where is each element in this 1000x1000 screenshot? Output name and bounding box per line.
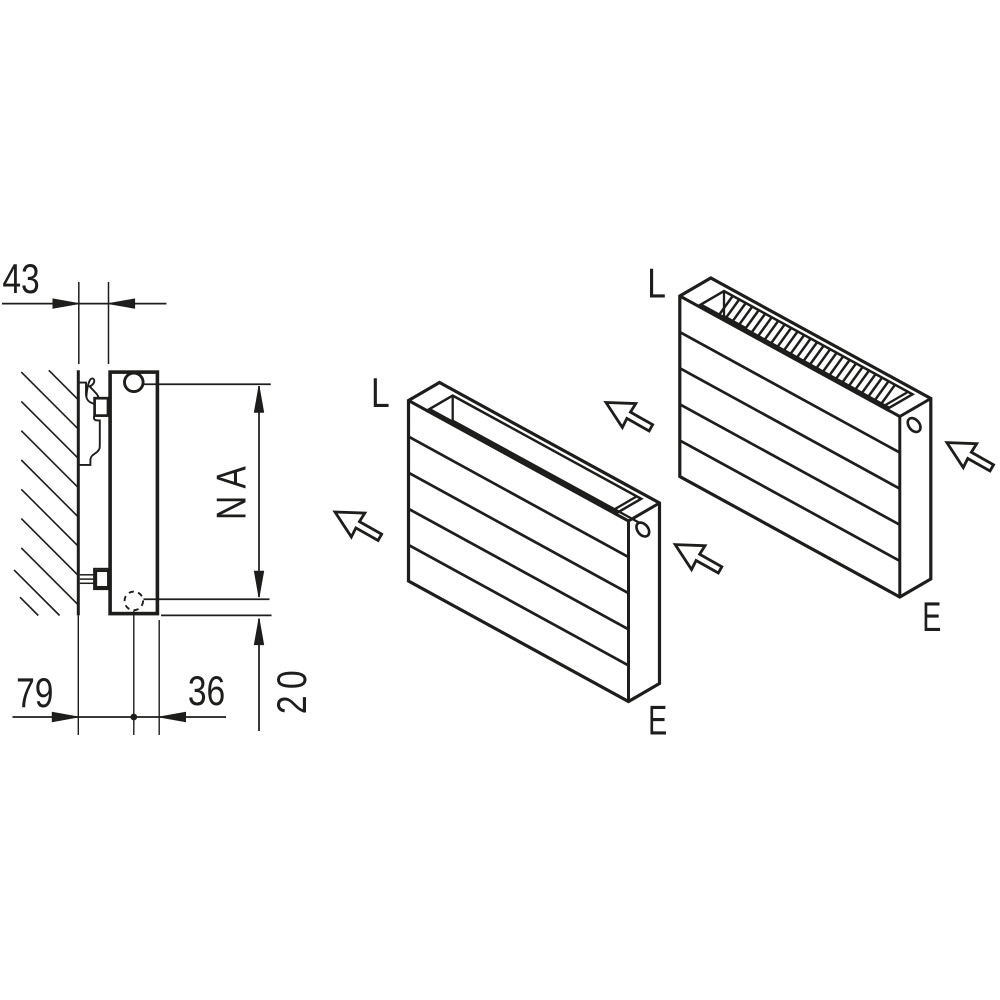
svg-text:E: E [922, 592, 941, 640]
svg-text:L: L [371, 371, 390, 417]
svg-text:36: 36 [188, 669, 225, 715]
svg-text:NA: NA [209, 459, 255, 520]
svg-text:79: 79 [16, 671, 53, 717]
svg-text:E: E [648, 696, 667, 744]
svg-text:L: L [647, 261, 666, 307]
svg-text:20: 20 [270, 664, 316, 714]
svg-text:43: 43 [2, 257, 39, 303]
